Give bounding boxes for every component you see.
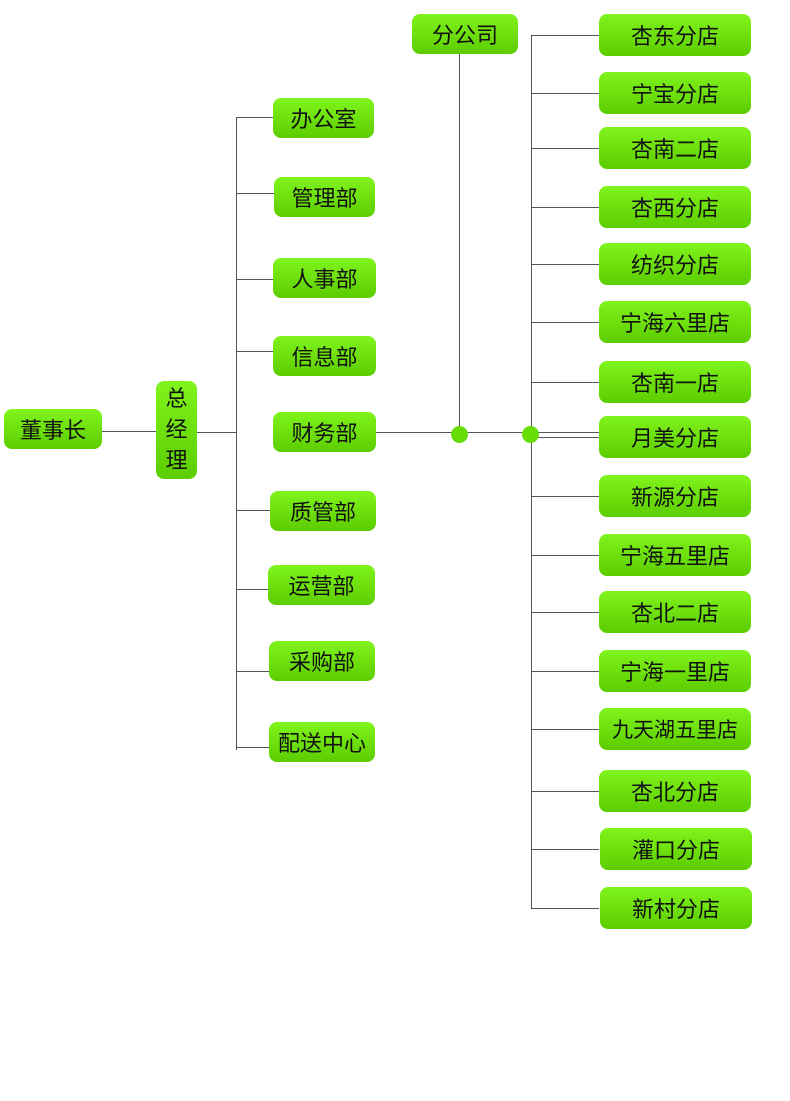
connector-gm-departments bbox=[197, 432, 236, 433]
connector-store bbox=[531, 908, 599, 909]
connector-store bbox=[531, 322, 599, 323]
node-store[interactable]: 杏北二店 bbox=[599, 591, 751, 633]
connector-dept bbox=[236, 671, 269, 672]
gm-char: 理 bbox=[165, 448, 188, 474]
node-department[interactable]: 信息部 bbox=[273, 336, 376, 376]
connector-dept bbox=[236, 117, 273, 118]
node-department[interactable]: 配送中心 bbox=[269, 722, 375, 762]
departments-trunk bbox=[236, 117, 237, 750]
node-store[interactable]: 宁海六里店 bbox=[599, 301, 751, 343]
node-store[interactable]: 杏东分店 bbox=[599, 14, 751, 56]
node-department[interactable]: 管理部 bbox=[274, 177, 375, 217]
node-store[interactable]: 纺织分店 bbox=[599, 243, 751, 285]
node-store[interactable]: 新村分店 bbox=[600, 887, 752, 929]
connector-store bbox=[531, 496, 599, 497]
connector-chairman-gm bbox=[102, 431, 156, 432]
connector-dept bbox=[236, 589, 268, 590]
node-store[interactable]: 杏南一店 bbox=[599, 361, 751, 403]
connector-store bbox=[531, 93, 599, 94]
gm-char: 经 bbox=[165, 417, 188, 443]
node-store[interactable]: 九天湖五里店 bbox=[599, 708, 751, 750]
connector-finance-stores bbox=[376, 432, 599, 433]
node-department[interactable]: 办公室 bbox=[273, 98, 374, 138]
connector-store bbox=[531, 612, 599, 613]
node-department[interactable]: 人事部 bbox=[273, 258, 376, 298]
gm-char: 总 bbox=[165, 386, 188, 412]
node-store[interactable]: 宁海五里店 bbox=[599, 534, 751, 576]
node-store[interactable]: 新源分店 bbox=[599, 475, 751, 517]
connector-dept bbox=[236, 193, 274, 194]
connector-store bbox=[531, 35, 599, 36]
junction-dot bbox=[522, 426, 539, 443]
connector-branch-company bbox=[459, 54, 460, 432]
connector-store bbox=[531, 264, 599, 265]
connector-dept bbox=[236, 279, 273, 280]
connector-store bbox=[531, 671, 599, 672]
stores-trunk bbox=[531, 36, 532, 908]
connector-dept bbox=[236, 747, 269, 748]
node-branch-company[interactable]: 分公司 bbox=[412, 14, 518, 54]
connector-store bbox=[531, 791, 599, 792]
connector-store bbox=[531, 849, 599, 850]
connector-store bbox=[531, 207, 599, 208]
connector-store bbox=[531, 382, 599, 383]
node-store[interactable]: 杏北分店 bbox=[599, 770, 751, 812]
connector-store bbox=[531, 555, 599, 556]
node-department[interactable]: 采购部 bbox=[269, 641, 375, 681]
node-store[interactable]: 灌口分店 bbox=[600, 828, 752, 870]
connector-dept bbox=[236, 351, 273, 352]
node-department[interactable]: 运营部 bbox=[268, 565, 375, 605]
node-store[interactable]: 杏南二店 bbox=[599, 127, 751, 169]
node-department[interactable]: 质管部 bbox=[270, 491, 376, 531]
node-store[interactable]: 月美分店 bbox=[599, 416, 751, 458]
connector-store bbox=[531, 148, 599, 149]
junction-dot bbox=[451, 426, 468, 443]
node-chairman[interactable]: 董事长 bbox=[4, 409, 102, 449]
node-department[interactable]: 财务部 bbox=[273, 412, 376, 452]
node-store[interactable]: 宁宝分店 bbox=[599, 72, 751, 114]
connector-store bbox=[531, 437, 599, 438]
connector-store bbox=[531, 729, 599, 730]
connector-dept bbox=[236, 510, 270, 511]
node-general-manager[interactable]: 总 经 理 bbox=[156, 381, 197, 479]
node-store[interactable]: 杏西分店 bbox=[599, 186, 751, 228]
node-store[interactable]: 宁海一里店 bbox=[599, 650, 751, 692]
